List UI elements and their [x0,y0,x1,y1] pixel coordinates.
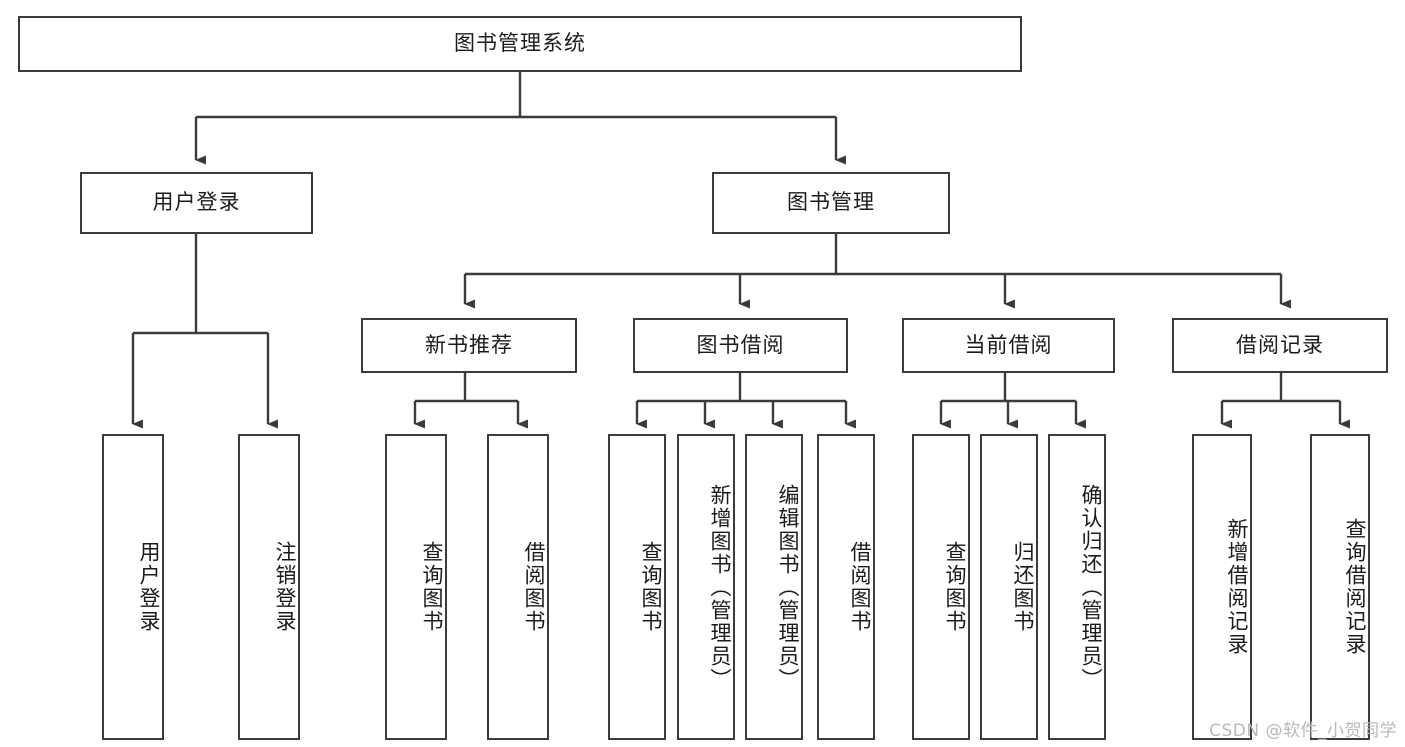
leaf-borrow-book-recommend[interactable]: 借阅图书 [487,434,549,740]
node-root-system[interactable]: 图书管理系统 [18,16,1022,72]
node-book-management[interactable]: 图书管理 [712,172,950,234]
node-book-borrow[interactable]: 图书借阅 [633,318,848,373]
leaf-add-borrow-record[interactable]: 新增借阅记录 [1192,434,1252,740]
csdn-watermark: CSDN @软件_小贺同学 [1209,721,1397,741]
leaf-return-book[interactable]: 归还图书 [980,434,1038,740]
leaf-borrow-book[interactable]: 借阅图书 [817,434,875,740]
leaf-label: 查询图书 [639,541,663,633]
leaf-label: 新增图书（管理员） [708,483,732,691]
leaf-query-book-recommend[interactable]: 查询图书 [385,434,447,740]
leaf-label: 查询图书 [420,541,444,633]
leaf-add-book-admin[interactable]: 新增图书（管理员） [677,434,735,740]
leaf-label: 查询图书 [943,541,967,633]
leaf-query-book-current[interactable]: 查询图书 [912,434,970,740]
leaf-label: 注销登录 [273,541,297,633]
leaf-label: 借阅图书 [522,541,546,633]
leaf-label: 用户登录 [137,541,161,633]
leaf-label: 编辑图书（管理员） [776,483,800,691]
leaf-user-login[interactable]: 用户登录 [102,434,164,740]
leaf-logout[interactable]: 注销登录 [238,434,300,740]
leaf-query-book-borrow[interactable]: 查询图书 [608,434,666,740]
leaf-label: 借阅图书 [848,541,872,633]
node-new-book-recommend[interactable]: 新书推荐 [361,318,577,373]
leaf-label: 新增借阅记录 [1225,518,1249,656]
node-current-borrow[interactable]: 当前借阅 [902,318,1115,373]
leaf-label: 查询借阅记录 [1343,518,1367,656]
leaf-label: 确认归还（管理员） [1079,483,1103,691]
node-user-login[interactable]: 用户登录 [80,172,313,234]
leaf-edit-book-admin[interactable]: 编辑图书（管理员） [745,434,803,740]
leaf-confirm-return-admin[interactable]: 确认归还（管理员） [1048,434,1106,740]
node-borrow-records[interactable]: 借阅记录 [1172,318,1388,373]
leaf-label: 归还图书 [1011,541,1035,633]
leaf-query-borrow-record[interactable]: 查询借阅记录 [1310,434,1370,740]
